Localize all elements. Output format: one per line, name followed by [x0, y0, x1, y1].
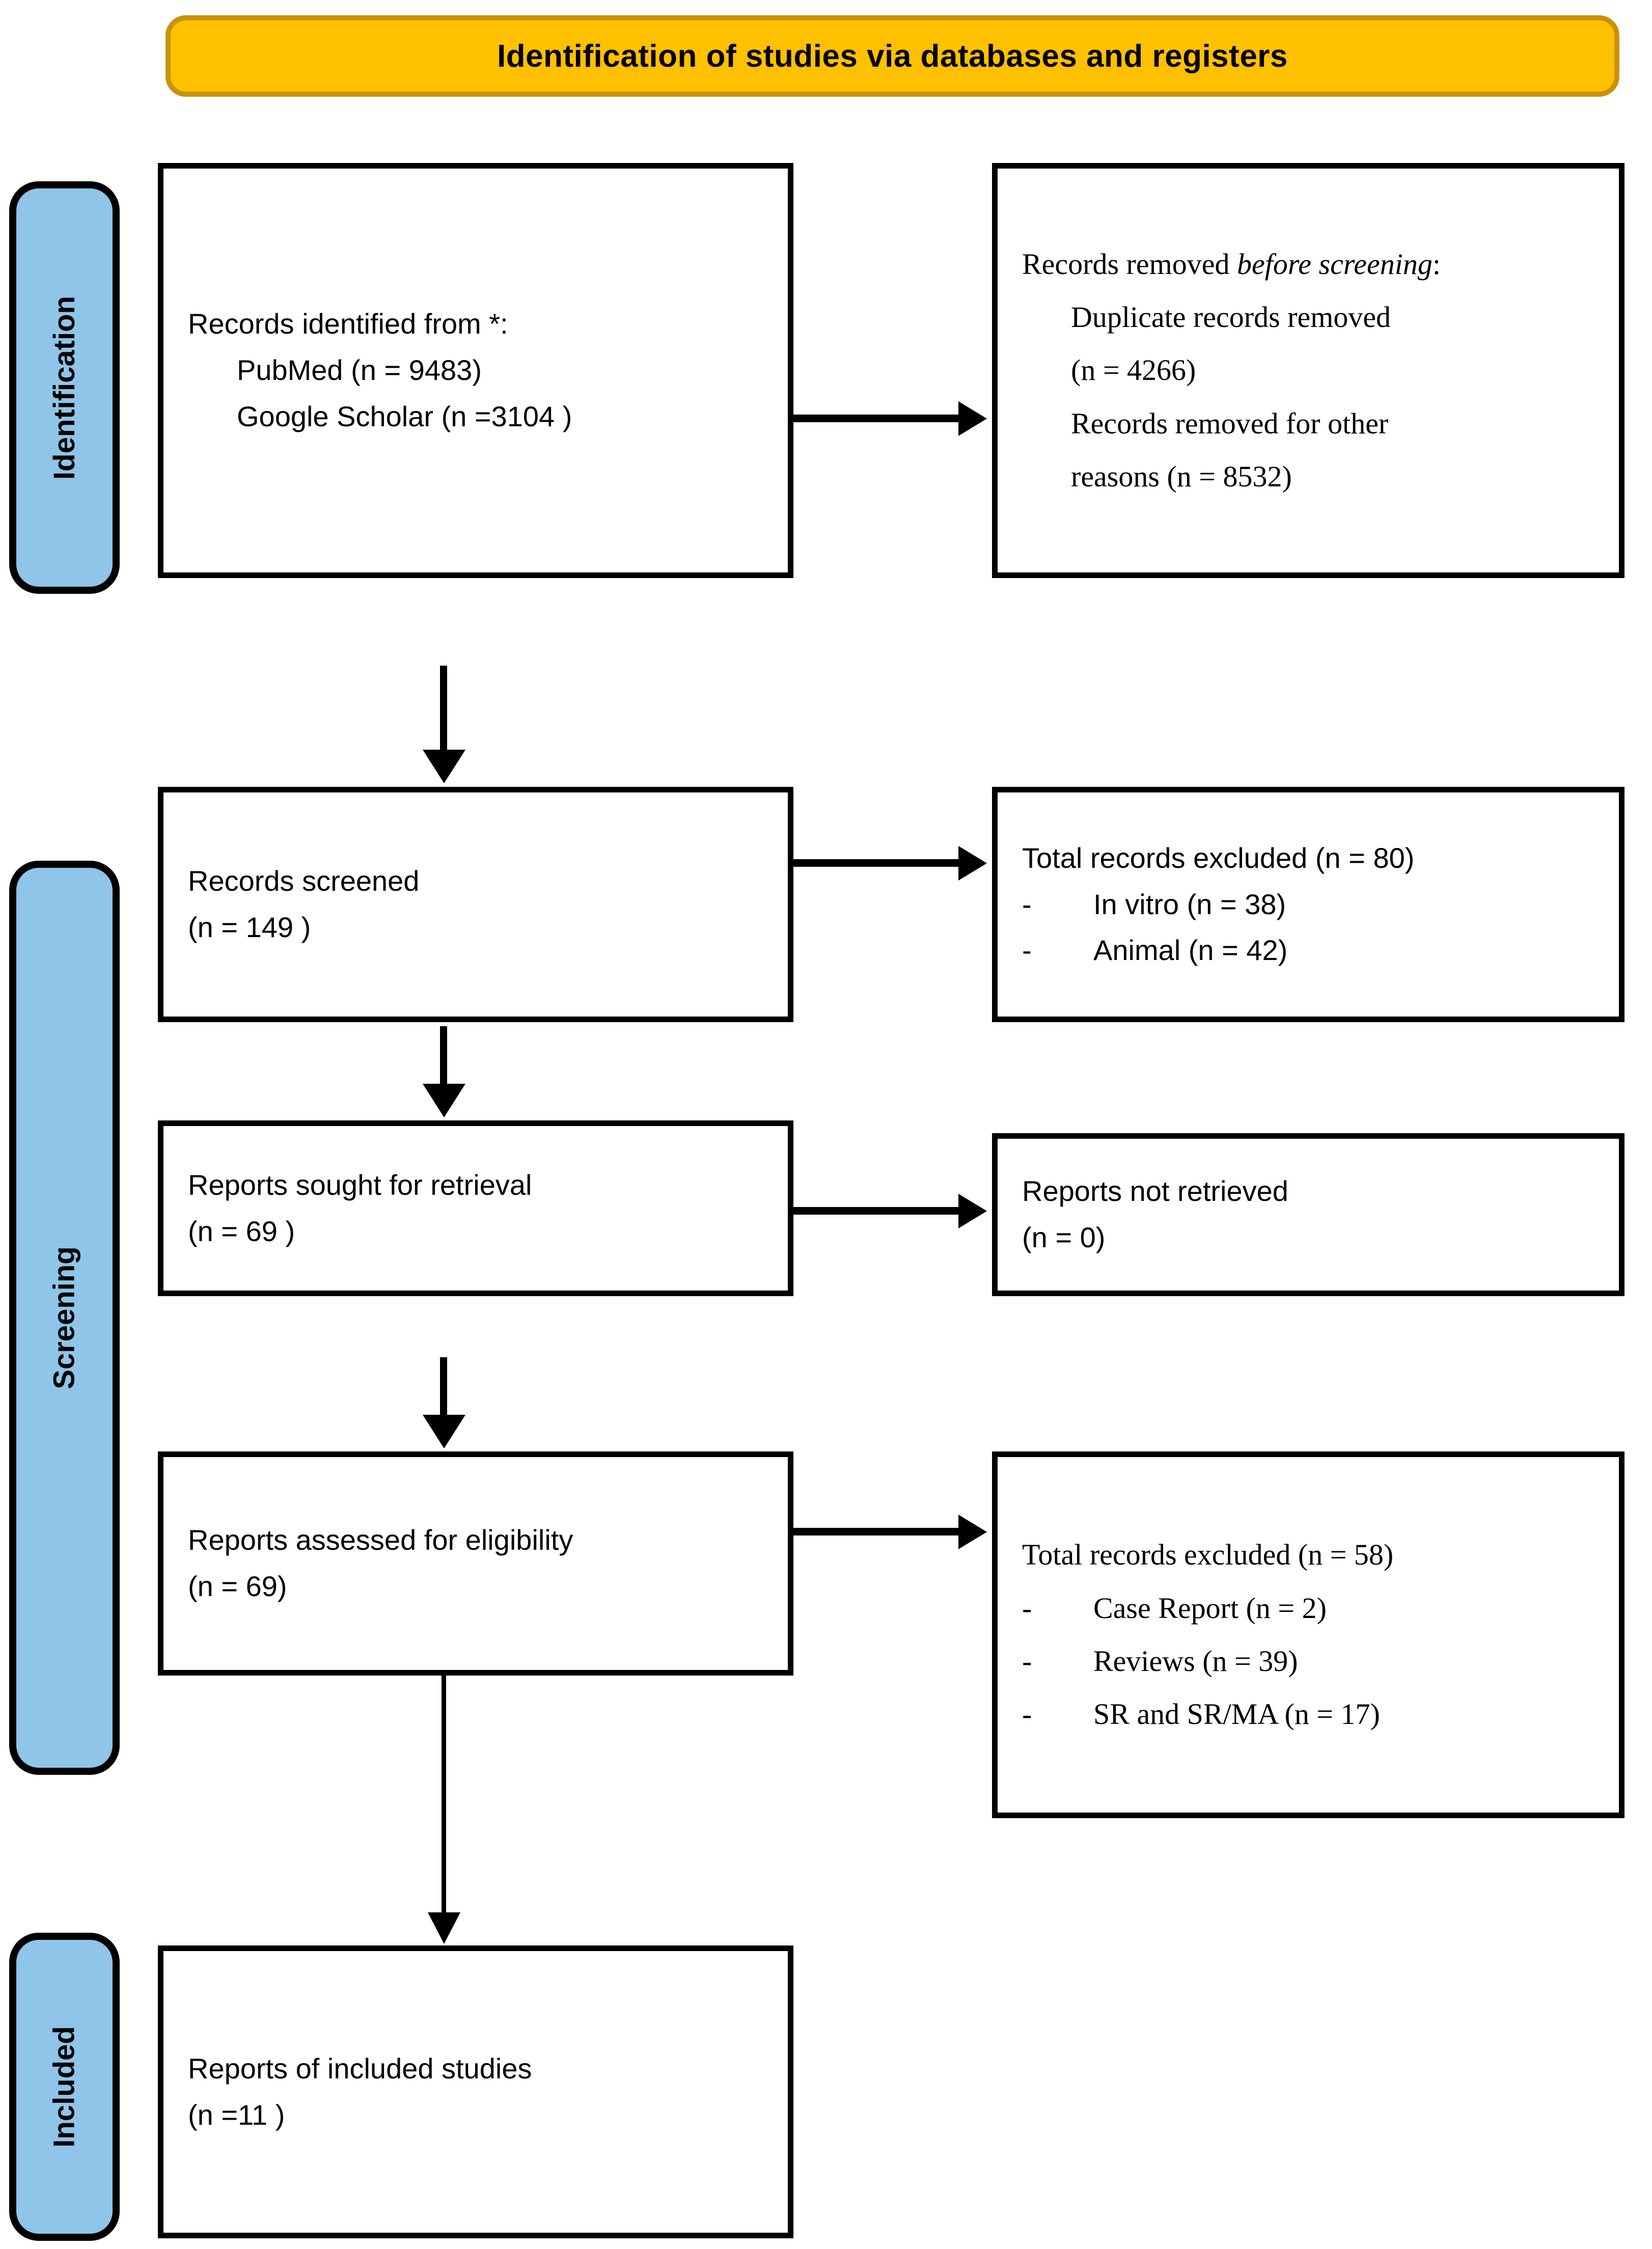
- other-reasons-removed: Records removed for other: [1071, 406, 1389, 440]
- stage-label-text: Screening: [48, 1246, 81, 1389]
- bullet-dash-icon: -: [1022, 1644, 1032, 1678]
- included-studies-count: (n =11 ): [188, 2098, 285, 2131]
- excluded-animal: Animal (n = 42): [1093, 934, 1288, 967]
- box-records-identified: Records identified from *: PubMed (n = 9…: [158, 163, 793, 578]
- box-reports-not-retrieved: Reports not retrieved (n = 0): [992, 1133, 1625, 1296]
- arrowhead-down-icon: [428, 1912, 460, 1944]
- records-removed-heading-italic: before screening: [1236, 247, 1433, 281]
- records-removed-heading-tail: :: [1432, 247, 1441, 281]
- excluded-eligibility-item: - Case Report (n = 2): [1022, 1582, 1602, 1635]
- excluded-in-vitro: In vitro (n = 38): [1093, 888, 1286, 920]
- arrow-sought-to-assessed: [440, 1357, 447, 1422]
- arrowhead-right-icon: [958, 1194, 987, 1228]
- reports-sought-label: Reports sought for retrieval: [188, 1168, 532, 1201]
- diagram-title-banner: Identification of studies via databases …: [166, 15, 1619, 97]
- arrow-sought-to-not-retrieved: [793, 1207, 961, 1215]
- excluded-screening-heading: Total records excluded (n = 80): [1022, 841, 1415, 874]
- arrow-screened-to-sought: [440, 1026, 447, 1091]
- reports-not-retrieved-label: Reports not retrieved: [1022, 1175, 1288, 1208]
- box-records-screened: Records screened (n = 149 ): [158, 787, 793, 1022]
- page-title: Identification of studies via databases …: [497, 38, 1288, 74]
- records-removed-heading: Records removed before screening:: [1022, 238, 1602, 291]
- bullet-dash-icon: -: [1022, 934, 1032, 967]
- stage-label-text: Included: [48, 2026, 81, 2148]
- arrow-identified-to-removed: [793, 415, 961, 422]
- arrow-identified-to-screened: [440, 666, 447, 760]
- arrowhead-down-icon: [423, 750, 465, 783]
- box-records-excluded-eligibility: Total records excluded (n = 58) - Case R…: [992, 1451, 1625, 1818]
- excluded-eligibility-item: - Reviews (n = 39): [1022, 1635, 1602, 1688]
- arrowhead-right-icon: [958, 1515, 987, 1549]
- arrowhead-down-icon: [423, 1415, 465, 1448]
- reports-sought-count: (n = 69 ): [188, 1215, 295, 1247]
- excluded-eligibility-heading: Total records excluded (n = 58): [1022, 1538, 1394, 1572]
- bullet-dash-icon: -: [1022, 888, 1032, 920]
- box-records-excluded-screening: Total records excluded (n = 80) - In vit…: [992, 787, 1625, 1022]
- arrowhead-down-icon: [423, 1084, 465, 1117]
- reports-assessed-label: Reports assessed for eligibility: [188, 1524, 573, 1556]
- excluded-sr-srma: SR and SR/MA (n = 17): [1093, 1697, 1380, 1731]
- duplicate-records-removed: Duplicate records removed: [1071, 300, 1391, 334]
- source-google-scholar: Google Scholar (n =3104 ): [237, 400, 572, 432]
- box-reports-of-included-studies: Reports of included studies (n =11 ): [158, 1945, 793, 2238]
- records-identified-heading: Records identified from *:: [188, 308, 508, 340]
- records-screened-label: Records screened: [188, 865, 420, 897]
- arrowhead-right-icon: [958, 846, 987, 881]
- records-screened-count: (n = 149 ): [188, 911, 311, 943]
- reports-assessed-count: (n = 69): [188, 1570, 287, 1602]
- excluded-screening-item: - In vitro (n = 38): [1022, 882, 1602, 928]
- stage-label-included: Included: [9, 1933, 120, 2241]
- arrowhead-right-icon: [958, 401, 987, 436]
- stage-label-text: Identification: [48, 295, 81, 480]
- bullet-dash-icon: -: [1022, 1697, 1032, 1731]
- arrow-screened-to-excluded: [793, 859, 961, 867]
- reports-not-retrieved-count: (n = 0): [1022, 1221, 1106, 1253]
- included-studies-label: Reports of included studies: [188, 2052, 532, 2085]
- excluded-case-report: Case Report (n = 2): [1093, 1591, 1327, 1625]
- box-reports-sought-for-retrieval: Reports sought for retrieval (n = 69 ): [158, 1120, 793, 1296]
- box-reports-assessed-for-eligibility: Reports assessed for eligibility (n = 69…: [158, 1451, 793, 1676]
- bullet-dash-icon: -: [1022, 1591, 1032, 1625]
- arrow-assessed-to-excluded: [793, 1528, 961, 1535]
- source-pubmed: PubMed (n = 9483): [237, 354, 482, 387]
- excluded-reviews: Reviews (n = 39): [1093, 1644, 1298, 1678]
- other-reasons-count: reasons (n = 8532): [1071, 460, 1292, 493]
- excluded-eligibility-item: - SR and SR/MA (n = 17): [1022, 1688, 1602, 1741]
- stage-label-identification: Identification: [9, 181, 120, 594]
- box-records-removed-before-screening: Records removed before screening: Duplic…: [992, 163, 1625, 578]
- arrow-assessed-to-included: [442, 1673, 446, 1916]
- stage-label-screening: Screening: [9, 861, 120, 1775]
- excluded-screening-item: - Animal (n = 42): [1022, 927, 1602, 974]
- duplicate-records-count: (n = 4266): [1071, 353, 1196, 387]
- records-removed-heading-plain: Records removed: [1022, 247, 1237, 281]
